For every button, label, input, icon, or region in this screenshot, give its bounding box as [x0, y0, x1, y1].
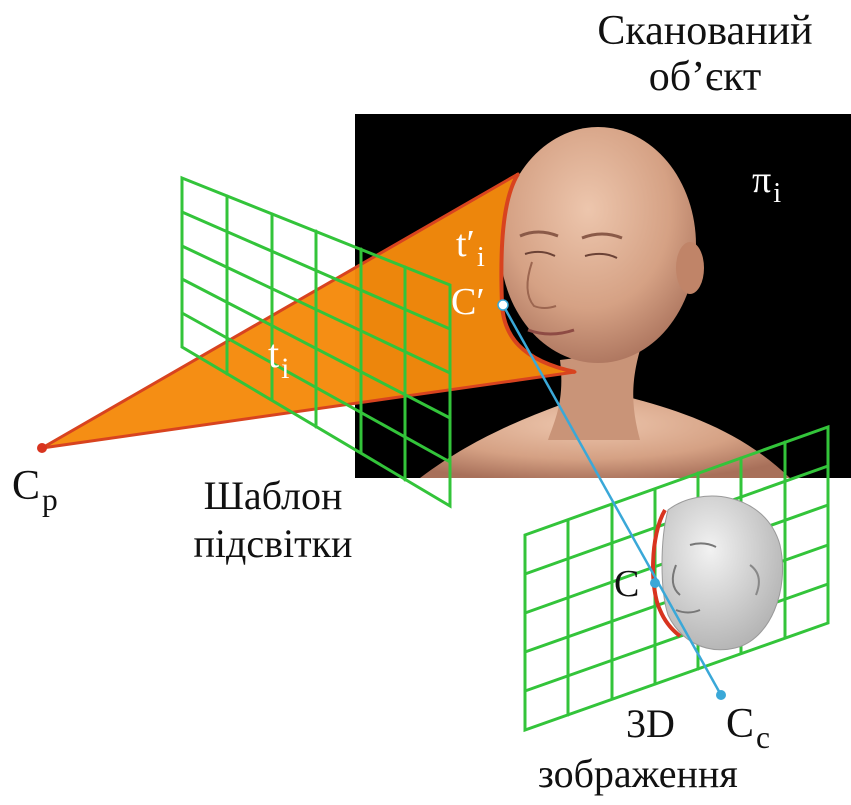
object-point-symbol: C′	[451, 281, 485, 323]
stripe-subscript: i	[281, 351, 290, 385]
pattern-grid	[180, 175, 452, 509]
scanned-object-label: Сканований об’єкт	[574, 8, 836, 100]
mouth	[527, 328, 575, 336]
camera-subscript: c	[756, 720, 770, 756]
mesh-mouth	[675, 609, 701, 614]
camera-label: Cc	[726, 700, 770, 755]
head	[500, 127, 696, 363]
left-brow	[519, 230, 559, 238]
stripe-symbol: t	[268, 331, 280, 376]
projector-label: Cp	[12, 462, 58, 517]
image-3d-label: 3D	[626, 700, 675, 747]
pattern-label: Шаблон підсвітки	[168, 472, 378, 568]
pattern-line1: Шаблон	[203, 473, 343, 518]
image-point-symbol: C	[614, 563, 640, 605]
projector-subscript: p	[42, 482, 58, 518]
camera-ray	[501, 304, 723, 696]
plane-subscript: i	[773, 177, 782, 209]
projector-center-dot	[37, 443, 47, 453]
plane-symbol: π	[752, 159, 772, 201]
neck	[548, 350, 640, 440]
object-point-dot	[497, 299, 509, 311]
mesh-ear	[749, 564, 760, 596]
right-eye	[584, 252, 618, 259]
scanned-object-line1: Сканований	[597, 8, 813, 54]
right-brow	[581, 232, 623, 240]
stripe-on-object-subscript: i	[476, 241, 485, 273]
mesh-nose	[671, 564, 681, 596]
image-point-label: C	[614, 562, 639, 606]
image-3d-text: 3D	[626, 701, 675, 746]
mesh-eye	[689, 542, 717, 548]
projector-symbol: C	[12, 463, 41, 509]
nose	[526, 261, 557, 309]
pattern-line2: підсвітки	[193, 521, 353, 566]
image-point-dot	[650, 578, 660, 588]
image-label: зображення	[538, 750, 738, 797]
image-label-text: зображення	[538, 751, 738, 796]
scanned-object-line2: об’єкт	[648, 54, 762, 100]
camera-center-dot	[716, 690, 726, 700]
image-grid-frame	[523, 424, 830, 733]
stripe-on-object-symbol: t′	[456, 223, 475, 265]
stripe-on-object-label: t′i	[456, 222, 485, 273]
camera-symbol: C	[726, 701, 755, 747]
ear	[676, 242, 704, 294]
object-point-label: C′	[451, 280, 485, 324]
stripe-label: ti	[268, 330, 289, 385]
plane-label: πi	[752, 158, 781, 209]
left-eye	[524, 250, 556, 257]
stripe-on-image	[651, 508, 682, 638]
reconstructed-mesh-face	[651, 495, 784, 651]
mesh-face	[661, 495, 784, 651]
